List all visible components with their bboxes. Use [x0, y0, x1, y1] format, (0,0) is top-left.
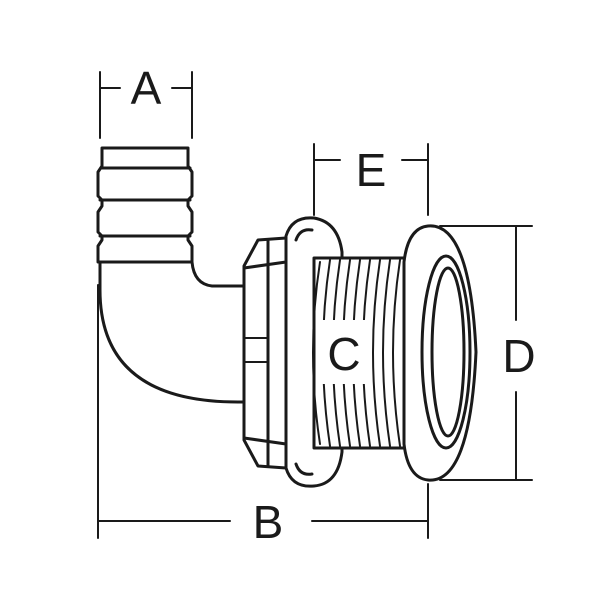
dimension-a: A: [99, 62, 193, 139]
outer-flange: [402, 224, 478, 482]
dimension-d: D: [439, 225, 536, 481]
hex-nut: [242, 236, 288, 470]
dimension-e: E: [313, 143, 429, 216]
label-c: C: [327, 328, 360, 380]
threaded-body: C: [312, 256, 410, 450]
label-e: E: [356, 144, 387, 196]
dimension-b: B: [97, 284, 429, 548]
label-d: D: [502, 330, 535, 382]
label-a: A: [131, 62, 162, 114]
elbow-body: [98, 260, 246, 404]
hose-barb: [96, 146, 194, 264]
label-b: B: [253, 496, 284, 548]
